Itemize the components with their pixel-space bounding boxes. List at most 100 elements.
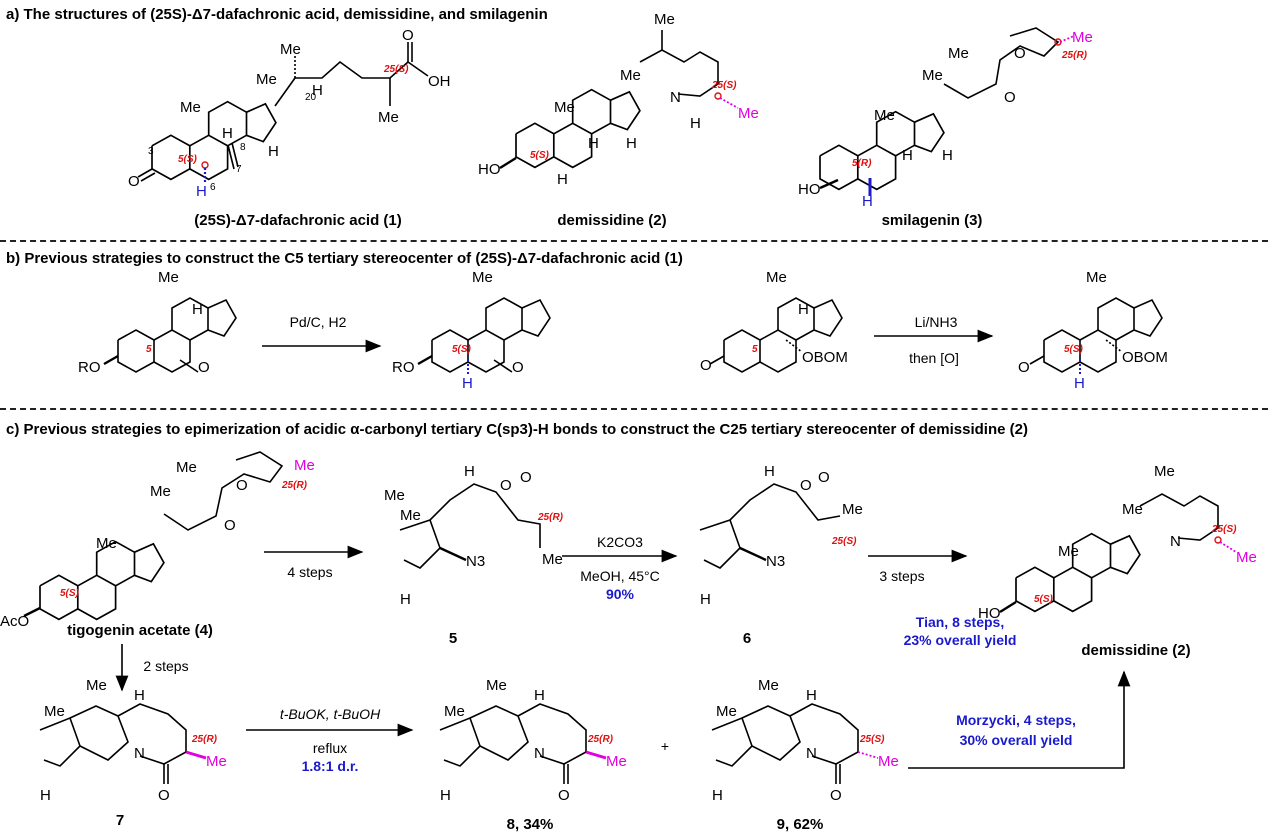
atom-Me-2-pink: Me	[738, 105, 759, 122]
atom-AcO-4: AcO	[0, 613, 29, 630]
tian-route-line2: 23% overall yield	[903, 632, 1017, 648]
atom-H-2d: H	[690, 115, 701, 132]
atom-HO-2c: HO	[978, 605, 1001, 622]
reagent-7-to-89-top: t-BuOK, t-BuOH	[279, 706, 381, 722]
compound-label-8: 8, 34%	[506, 816, 554, 833]
atom-OH-1: OH	[428, 73, 451, 90]
atom-O-b1: O	[198, 359, 210, 376]
compound-label-5: 5	[448, 630, 458, 647]
atom-Me-9b: Me	[716, 703, 737, 720]
atom-Me-3a: Me	[948, 45, 969, 62]
atom-RO-b2: RO	[392, 359, 415, 376]
stereo-label-5S-2: 5(S)	[530, 150, 550, 161]
compound-label-9: 9, 62%	[776, 816, 824, 833]
section-a-header: a) The structures of (25S)-Δ7-dafachroni…	[6, 6, 548, 23]
atom-Me-3c: Me	[874, 107, 895, 124]
structure-demissidine-c: HO N Me Me Me Me 5(S) 25(S)	[978, 463, 1257, 622]
reagent-6-to-2: 3 steps	[879, 568, 925, 584]
atom-H-5a: H	[464, 463, 475, 480]
atom-Me-1c: Me	[280, 41, 301, 58]
stereo-label-5S-b2: 5(S)	[452, 344, 472, 355]
stereo-label-25R-5: 25(R)	[537, 512, 564, 523]
compound-label-2b: demissidine (2)	[1081, 642, 1191, 659]
atom-H-b2: H	[462, 375, 473, 392]
section-c-header: c) Previous strategies to epimerization …	[6, 421, 1028, 438]
stereo-label-25S-9: 25(S)	[859, 734, 885, 745]
stereo-label-5S-2c: 5(S)	[1034, 594, 1054, 605]
atom-Me-5a: Me	[384, 487, 405, 504]
atom-Me-4c: Me	[96, 535, 117, 552]
reagent-5-to-6-top: K2CO3	[597, 534, 643, 550]
atom-Me-7-pink: Me	[206, 753, 227, 770]
atom-N-2: N	[670, 89, 681, 106]
atom-Me-1d: Me	[378, 109, 399, 126]
atom-Me-4b: Me	[150, 483, 171, 500]
atom-Me-5b: Me	[400, 507, 421, 524]
atom-HO-2: HO	[478, 161, 501, 178]
atom-Me-2c-b: Me	[1122, 501, 1143, 518]
atom-H-3c: H	[942, 147, 953, 164]
atom-H-1b: H	[312, 82, 323, 99]
atom-num-6: 6	[210, 182, 216, 193]
structure-tigogenin-acetate: AcO O O Me Me Me Me 5(S) 25(R)	[0, 451, 315, 630]
atom-O-1b: O	[402, 27, 414, 44]
stereo-label-5-b3: 5	[752, 344, 758, 355]
compound-label-3: smilagenin (3)	[881, 212, 983, 229]
atom-H-6a: H	[764, 463, 775, 480]
atom-H-8a: H	[440, 787, 451, 804]
reagent-b2-top: Li/NH3	[914, 314, 958, 330]
structure-dafachronic-acid: O H Me Me Me Me O OH H H H 20 8 7 6 3 5(…	[128, 27, 451, 200]
structure-6-epimerized-lactone: N3 O O Me H H 25(S)	[699, 463, 863, 608]
atom-O-5b: O	[520, 469, 532, 486]
section-c-prefix: c)	[6, 421, 20, 438]
stereo-label-5S-b4: 5(S)	[1064, 344, 1084, 355]
stereo-label-5S-4: 5(S)	[60, 588, 80, 599]
atom-O-b4: O	[1018, 359, 1030, 376]
atom-RO-b1: RO	[78, 359, 101, 376]
atom-Me-3-pink: Me	[1072, 29, 1093, 46]
atom-Me-b4: Me	[1086, 269, 1107, 286]
atom-Me-b3: Me	[766, 269, 787, 286]
atom-H-8b: H	[534, 687, 545, 704]
atom-H-6b: H	[700, 591, 711, 608]
reagent-4-to-7: 2 steps	[143, 658, 189, 674]
reagent-5-to-6-bottom: MeOH, 45°C	[580, 568, 660, 584]
section-c-title: Previous strategies to epimerization of …	[23, 421, 1028, 438]
structure-5-lactone-azide: N3 O O Me Me Me H H 25(R)	[384, 463, 564, 608]
atom-Me-7b: Me	[44, 703, 65, 720]
atom-O-3b: O	[1004, 89, 1016, 106]
atom-Me-b2: Me	[472, 269, 493, 286]
yield-5-to-6: 90%	[605, 586, 635, 602]
structure-b-ketone-product: RO O H Me 5(S)	[392, 269, 551, 392]
atom-O-4b: O	[224, 517, 236, 534]
section-b-prefix: b)	[6, 250, 21, 267]
atom-H-7a: H	[40, 787, 51, 804]
stereo-label-25S-2c: 25(S)	[1211, 524, 1237, 535]
atom-H-9a: H	[712, 787, 723, 804]
reagent-4-to-5: 4 steps	[287, 564, 333, 580]
atom-O-8: O	[558, 787, 570, 804]
atom-Me-2c-pink: Me	[1236, 549, 1257, 566]
atom-N-7: N	[134, 745, 145, 762]
atom-H-7b: H	[134, 687, 145, 704]
atom-O-6b: O	[818, 469, 830, 486]
atom-Me-1b: Me	[256, 71, 277, 88]
atom-num-8: 8	[240, 142, 246, 153]
stereo-label-25S-2: 25(S)	[711, 80, 737, 91]
structure-8-lactam: N O Me Me Me H H 25(R)	[439, 677, 627, 804]
atom-O-7: O	[158, 787, 170, 804]
atom-O-3a: O	[1014, 45, 1026, 62]
atom-H-3a: H	[862, 193, 873, 210]
atom-N-8: N	[534, 745, 545, 762]
atom-O-4a: O	[236, 477, 248, 494]
atom-Me-9-pink: Me	[878, 753, 899, 770]
atom-Me-8a: Me	[486, 677, 507, 694]
compound-label-6: 6	[742, 630, 752, 647]
stereo-label-25R-4: 25(R)	[281, 480, 308, 491]
atom-H-b1: H	[192, 301, 203, 318]
stereo-label-25R-7: 25(R)	[191, 734, 218, 745]
atom-num-3: 3	[148, 146, 154, 157]
atom-Me-2c-a: Me	[1154, 463, 1175, 480]
structure-9-lactam: N O Me Me Me H H 25(S)	[711, 677, 899, 804]
atom-HO-3: HO	[798, 181, 821, 198]
